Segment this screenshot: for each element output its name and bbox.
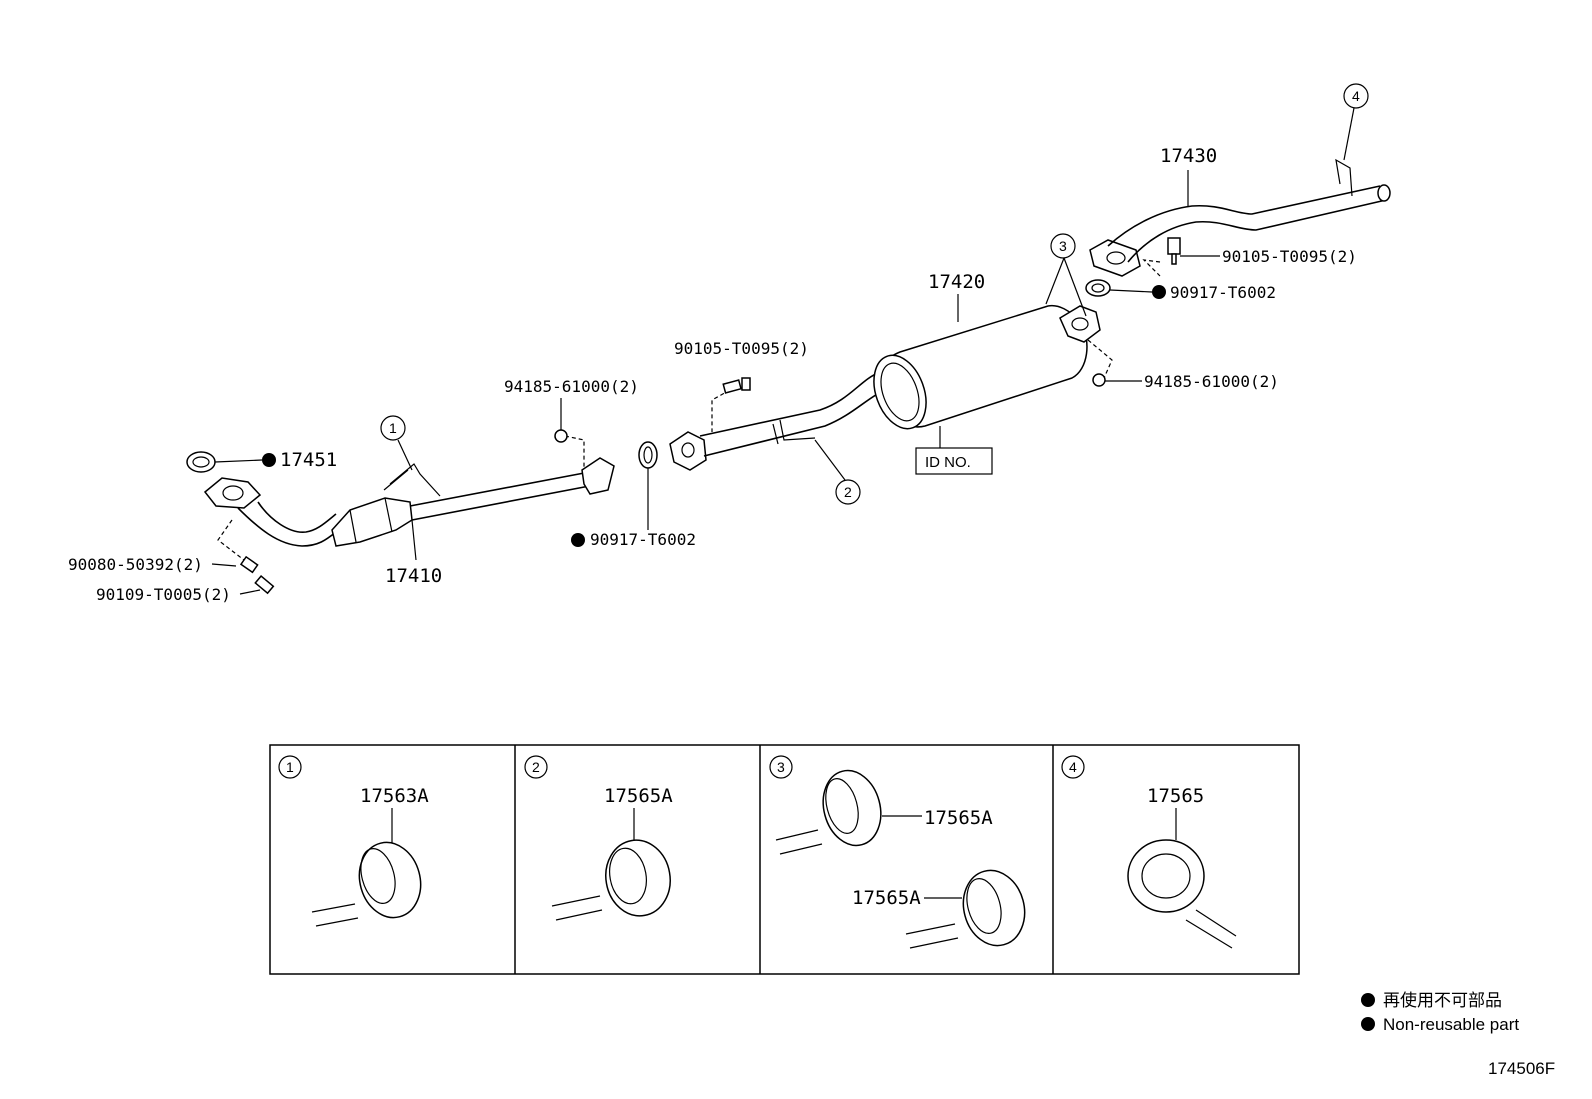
non-reusable-dot-17451 — [262, 453, 276, 467]
diagram-code: 174506F — [1488, 1059, 1555, 1078]
non-reusable-dot-90917-right — [1152, 285, 1166, 299]
panel-3-part-top: 17565A — [924, 807, 993, 829]
rubber-hanger-17565 — [1127, 839, 1205, 913]
panel-3-callout: 3 — [777, 759, 785, 775]
id-no-box — [915, 447, 993, 475]
part-labels: 17451 17410 90080-50392(2) 90109-T0005(2… — [68, 145, 1357, 604]
detail-panel-3: 3 17565A 17565A — [769, 755, 1026, 949]
callout-3: 3 — [1059, 238, 1067, 254]
rubber-hanger-17565a-3a — [822, 769, 882, 847]
rubber-hanger-17565a-2 — [605, 839, 671, 917]
panel-1-callout: 1 — [286, 759, 294, 775]
gasket-90917-left — [638, 441, 658, 469]
detail-panel-4: 4 17565 — [1061, 755, 1237, 949]
legend-english: Non-reusable part — [1383, 1015, 1519, 1034]
panel-3-part-bottom: 17565A — [852, 887, 921, 909]
panel-2-part: 17565A — [604, 785, 673, 807]
callout-1: 1 — [389, 420, 397, 436]
legend: 再使用不可部品 Non-reusable part — [1361, 990, 1519, 1034]
callout-4: 4 — [1352, 88, 1360, 104]
label-17430: 17430 — [1160, 145, 1217, 167]
panel-4-callout: 4 — [1069, 759, 1077, 775]
callout-circles: 1 2 3 4 — [380, 83, 1369, 505]
detail-panels: 1 17563A 2 17565A 3 17565A 17565A — [269, 744, 1300, 975]
legend-japanese: 再使用不可部品 — [1383, 990, 1502, 1010]
rubber-hanger-17563a — [358, 841, 422, 919]
label-17410: 17410 — [385, 565, 442, 587]
catalytic-converter — [331, 497, 413, 547]
leader-lines — [211, 170, 1220, 595]
rubber-hanger-17565a-3b — [962, 869, 1026, 947]
panel-1-part: 17563A — [360, 785, 429, 807]
label-17420: 17420 — [928, 271, 985, 293]
tail-pipe-assembly — [1085, 107, 1391, 297]
label-90917-right: 90917-T6002 — [1170, 283, 1276, 302]
label-94185-right: 94185-61000(2) — [1144, 372, 1279, 391]
callout-2: 2 — [844, 484, 852, 500]
label-90080: 90080-50392(2) — [68, 555, 203, 574]
center-pipe-muffler-assembly — [638, 257, 1113, 481]
label-90105-left: 90105-T0095(2) — [674, 339, 809, 358]
label-94185-left: 94185-61000(2) — [504, 377, 639, 396]
label-90917-left: 90917-T6002 — [590, 530, 696, 549]
front-pipe-assembly — [186, 429, 615, 595]
label-id-no: ID NO. — [925, 454, 971, 471]
label-17451: 17451 — [280, 449, 337, 471]
gasket-ring-17451 — [186, 451, 216, 473]
detail-panel-1: 1 17563A — [278, 755, 429, 927]
front-flange — [203, 477, 262, 509]
panel-4-part: 17565 — [1147, 785, 1204, 807]
label-90109: 90109-T0005(2) — [96, 585, 231, 604]
non-reusable-dot-90917-left — [571, 533, 585, 547]
detail-panel-2: 2 17565A — [524, 755, 673, 921]
panel-2-callout: 2 — [532, 759, 540, 775]
label-90105-right: 90105-T0095(2) — [1222, 247, 1357, 266]
